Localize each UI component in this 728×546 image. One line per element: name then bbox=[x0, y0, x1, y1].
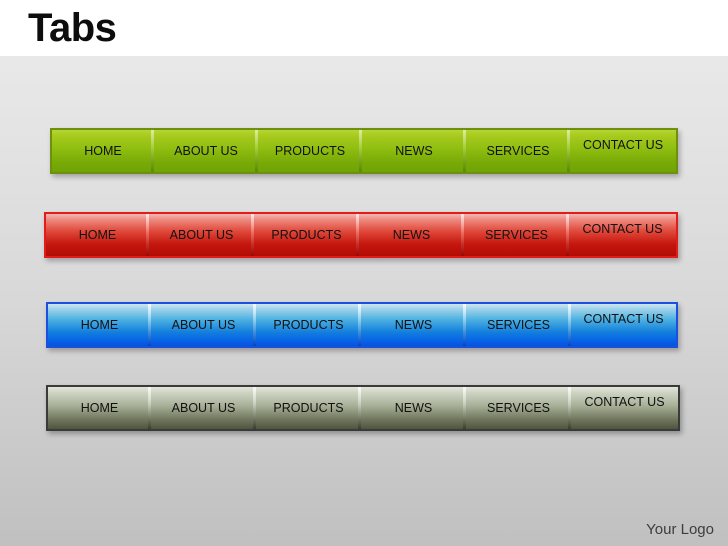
page-title: Tabs bbox=[28, 6, 117, 50]
tab-bar-gray: HOME ABOUT US PRODUCTS NEWS SERVICES CON… bbox=[46, 385, 680, 431]
tab-blue-products[interactable]: PRODUCTS bbox=[253, 304, 361, 346]
tab-label: CONTACT US bbox=[582, 222, 663, 236]
tab-green-news[interactable]: NEWS bbox=[359, 130, 466, 172]
tab-label: PRODUCTS bbox=[271, 227, 342, 242]
tab-bar-blue: HOME ABOUT US PRODUCTS NEWS SERVICES CON… bbox=[46, 302, 678, 348]
tab-bar-red: HOME ABOUT US PRODUCTS NEWS SERVICES CON… bbox=[44, 212, 678, 258]
tab-label: SERVICES bbox=[487, 317, 550, 332]
tab-blue-news[interactable]: NEWS bbox=[358, 304, 466, 346]
tab-gray-contact-us[interactable]: CONTACT US bbox=[568, 387, 678, 429]
tab-red-services[interactable]: SERVICES bbox=[461, 214, 569, 256]
tab-label: ABOUT US bbox=[169, 227, 234, 242]
tab-gray-about-us[interactable]: ABOUT US bbox=[148, 387, 256, 429]
tab-blue-about-us[interactable]: ABOUT US bbox=[148, 304, 256, 346]
tab-blue-home[interactable]: HOME bbox=[48, 304, 151, 346]
tab-label: CONTACT US bbox=[582, 138, 664, 152]
tab-label: SERVICES bbox=[486, 143, 550, 158]
tab-red-home[interactable]: HOME bbox=[46, 214, 149, 256]
tab-label: HOME bbox=[80, 317, 119, 332]
tab-label: NEWS bbox=[394, 317, 433, 332]
tab-label: ABOUT US bbox=[171, 317, 236, 332]
tab-gray-news[interactable]: NEWS bbox=[358, 387, 466, 429]
tab-gray-products[interactable]: PRODUCTS bbox=[253, 387, 361, 429]
tab-green-products[interactable]: PRODUCTS bbox=[255, 130, 362, 172]
tab-label: SERVICES bbox=[487, 400, 550, 415]
tab-label: HOME bbox=[80, 400, 119, 415]
tab-label: CONTACT US bbox=[583, 312, 664, 326]
tab-red-contact-us[interactable]: CONTACT US bbox=[566, 214, 676, 256]
tab-label: NEWS bbox=[392, 227, 431, 242]
tab-label: PRODUCTS bbox=[273, 317, 344, 332]
tab-green-home[interactable]: HOME bbox=[52, 130, 154, 172]
tab-red-about-us[interactable]: ABOUT US bbox=[146, 214, 254, 256]
tab-label: ABOUT US bbox=[174, 143, 238, 158]
tab-label: NEWS bbox=[394, 400, 433, 415]
tab-blue-contact-us[interactable]: CONTACT US bbox=[568, 304, 676, 346]
tab-red-products[interactable]: PRODUCTS bbox=[251, 214, 359, 256]
tab-blue-services[interactable]: SERVICES bbox=[463, 304, 571, 346]
tab-label: SERVICES bbox=[485, 227, 548, 242]
footer-logo: Your Logo bbox=[646, 521, 714, 538]
tab-label: PRODUCTS bbox=[273, 400, 344, 415]
tab-green-about-us[interactable]: ABOUT US bbox=[151, 130, 258, 172]
tab-gray-home[interactable]: HOME bbox=[48, 387, 151, 429]
tab-green-contact-us[interactable]: CONTACT US bbox=[567, 130, 676, 172]
tab-label: ABOUT US bbox=[171, 400, 236, 415]
header-band bbox=[0, 0, 728, 56]
tab-label: HOME bbox=[78, 227, 117, 242]
tab-red-news[interactable]: NEWS bbox=[356, 214, 464, 256]
tab-label: NEWS bbox=[395, 143, 433, 158]
tab-gray-services[interactable]: SERVICES bbox=[463, 387, 571, 429]
tab-green-services[interactable]: SERVICES bbox=[463, 130, 570, 172]
tab-bar-green: HOME ABOUT US PRODUCTS NEWS SERVICES CON… bbox=[50, 128, 678, 174]
tab-label: PRODUCTS bbox=[274, 143, 346, 158]
tab-label: CONTACT US bbox=[584, 395, 665, 409]
tab-label: HOME bbox=[84, 143, 122, 158]
